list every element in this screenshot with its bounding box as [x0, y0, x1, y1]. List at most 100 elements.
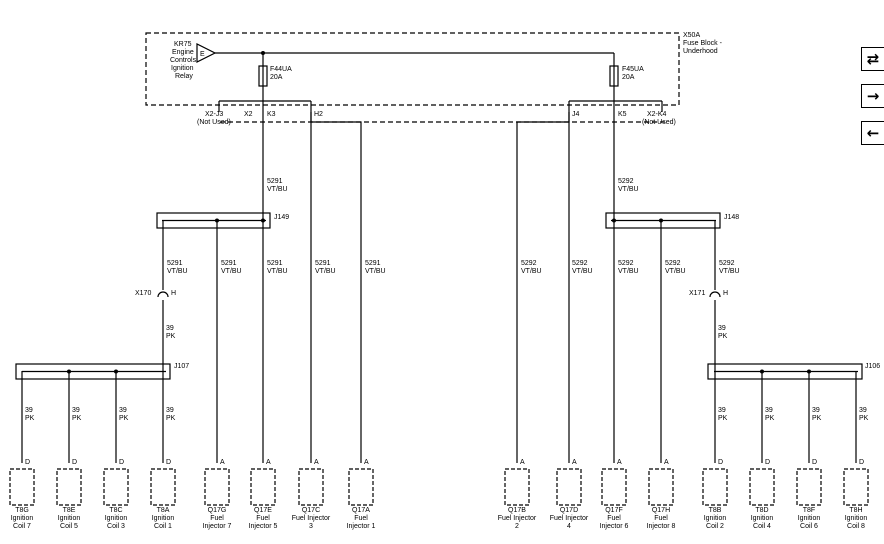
component-box	[702, 468, 728, 506]
wire-5292-c: 5292	[618, 260, 634, 267]
wire-5292-d-color: VT/BU	[665, 268, 686, 275]
fuse-f45ua-name: F45UA	[622, 66, 644, 73]
component-desc: Fuel Injector	[550, 515, 589, 522]
component-desc: Fuel	[654, 515, 668, 522]
component-pin: D	[765, 459, 770, 466]
wire-39-coil5-color: PK	[72, 415, 82, 422]
component-box	[796, 468, 822, 506]
component-id: Q17B	[508, 507, 526, 514]
relay-desc-1: Engine	[172, 49, 194, 56]
component-pin: A	[220, 459, 225, 466]
component-desc: Coil 8	[847, 523, 865, 530]
wire-5292-a-color: VT/BU	[521, 268, 542, 275]
component-desc: Fuel	[256, 515, 270, 522]
component-pin: D	[812, 459, 817, 466]
node-j107-a	[67, 369, 71, 374]
wire-5292-e: 5292	[719, 260, 735, 267]
wire-5292-upper: 5292	[618, 178, 634, 185]
fuse-f44ua-symbol	[258, 65, 268, 87]
component-id: T8A	[157, 507, 170, 514]
wire-5291-e-color: VT/BU	[365, 268, 386, 275]
wire-39-coil8-color: PK	[859, 415, 869, 422]
component-id: Q17E	[254, 507, 272, 514]
component-box	[204, 468, 230, 506]
bus-left-stubs	[218, 101, 312, 112]
wire-h2	[310, 112, 362, 463]
component-desc: 3	[309, 523, 313, 530]
relay-pin: E	[200, 51, 205, 58]
wire-39-coil1: 39	[166, 407, 174, 414]
wire-5292-c-color: VT/BU	[618, 268, 639, 275]
component-id: T8B	[709, 507, 722, 514]
component-desc: Ignition	[105, 515, 128, 522]
component-pin: D	[166, 459, 171, 466]
wire-5291-c-color: VT/BU	[267, 268, 288, 275]
node-j149-b	[261, 218, 265, 223]
splice-j107-drops	[21, 371, 164, 463]
wire-5292-upper-color: VT/BU	[618, 186, 639, 193]
fuse-block-outline	[145, 32, 680, 106]
wire-5292-b: 5292	[572, 260, 588, 267]
component-id: T8D	[755, 507, 768, 514]
component-id: T8C	[109, 507, 122, 514]
component-box	[749, 468, 775, 506]
pin-k5: K5	[618, 111, 627, 118]
component-pin: A	[617, 459, 622, 466]
component-desc: Injector 8	[647, 523, 676, 530]
wire-5291-e: 5291	[365, 260, 381, 267]
wire-5292-e-color: VT/BU	[719, 268, 740, 275]
wire-5291-d: 5291	[315, 260, 331, 267]
component-desc: Coil 5	[60, 523, 78, 530]
component-id: Q17F	[605, 507, 623, 514]
component-pin: A	[572, 459, 577, 466]
wire-39-coil8: 39	[859, 407, 867, 414]
pin-k3: K3	[267, 111, 276, 118]
component-desc: Coil 2	[706, 523, 724, 530]
next-page-button[interactable]: →	[861, 84, 884, 108]
wire-5291-upper-color: VT/BU	[267, 186, 288, 193]
network-button[interactable]: ⇄	[861, 47, 884, 71]
component-box	[103, 468, 129, 506]
component-box	[504, 468, 530, 506]
wire-39-coil3: 39	[119, 407, 127, 414]
component-desc: Ignition	[751, 515, 774, 522]
inline-x171	[709, 291, 721, 298]
component-pin: A	[520, 459, 525, 466]
component-desc: Fuel	[607, 515, 621, 522]
splice-j106-box	[707, 363, 863, 380]
component-desc: Coil 3	[107, 523, 125, 530]
splice-j149-box	[156, 212, 271, 229]
arrow-right-icon: →	[866, 87, 880, 105]
component-desc: Coil 1	[154, 523, 172, 530]
wire-39-coil3-color: PK	[119, 415, 129, 422]
component-id: T8H	[849, 507, 862, 514]
pin-j4: J4	[572, 111, 580, 118]
component-id: Q17G	[208, 507, 227, 514]
fuse-f44ua-rating: 20A	[270, 74, 283, 81]
wire-5292-b-color: VT/BU	[572, 268, 593, 275]
component-pin: D	[72, 459, 77, 466]
splice-j148-label: J148	[724, 214, 739, 221]
splice-j106-label: J106	[865, 363, 880, 370]
fuse-block-name: X50A	[683, 32, 700, 39]
inline-x171-pin: H	[723, 290, 728, 297]
previous-page-button[interactable]: ←	[861, 121, 884, 145]
inline-x170-label: X170	[135, 290, 151, 297]
component-box	[56, 468, 82, 506]
wire-5291-b-color: VT/BU	[221, 268, 242, 275]
component-id: Q17A	[352, 507, 370, 514]
component-pin: A	[314, 459, 319, 466]
wire-39-coil2: 39	[718, 407, 726, 414]
relay-name: KR75	[174, 41, 192, 48]
wire-39-x171: 39	[718, 325, 726, 332]
